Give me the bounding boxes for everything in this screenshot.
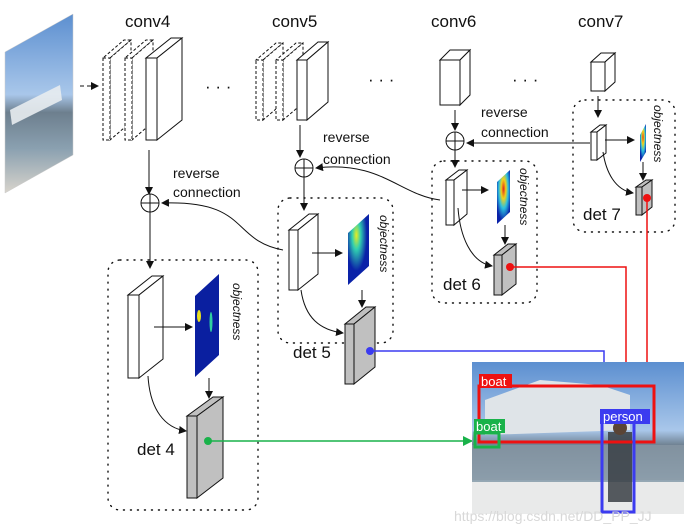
reverse-connection-arrow-6-to-5	[315, 163, 441, 201]
det6-feature-to-det-arrow	[457, 207, 493, 269]
det6-label: det 6	[443, 275, 481, 294]
det7-feature-map	[589, 123, 608, 162]
ellipsis-3: · · ·	[512, 70, 538, 89]
det7-label: det 7	[583, 205, 621, 224]
boat-tag-green	[474, 419, 505, 433]
det6-output-connector	[506, 263, 631, 383]
det4-feature-map	[126, 274, 165, 380]
ellipsis-1: · · ·	[205, 77, 231, 96]
conv4-block	[101, 36, 184, 142]
reverse-connection-label-4a: reverse	[173, 165, 220, 181]
det4-label: det 4	[137, 440, 175, 459]
output-image: boat boat person	[472, 362, 684, 514]
det5-label: det 5	[293, 343, 331, 362]
reverse-connection-label-4b: connection	[173, 184, 241, 200]
det6-objectness-label: objectness	[517, 168, 531, 225]
conv4-label: conv4	[125, 12, 170, 31]
det7-objectness-map	[640, 124, 646, 162]
boat-tag-red	[479, 374, 512, 388]
reverse-connection-label-6a: reverse	[481, 104, 528, 120]
conv6-block	[438, 48, 472, 107]
sum-node-6	[445, 131, 465, 151]
det4-feature-to-det-arrow	[147, 375, 187, 434]
det5-block	[343, 305, 377, 386]
conv6-label: conv6	[431, 12, 476, 31]
det4-heat-spot	[209, 312, 213, 332]
conv5-block	[254, 40, 330, 122]
conv7-label: conv7	[578, 12, 623, 31]
reverse-connection-arrow-5-to-4	[161, 198, 284, 251]
boat-detection-box-red	[477, 384, 656, 444]
boat-tag-green-label: boat	[476, 419, 502, 434]
ellipsis-2: · · ·	[368, 70, 394, 89]
det5-objectness-label: objectness	[377, 215, 391, 272]
det4-module	[107, 259, 259, 511]
det4-objectness-map	[195, 274, 219, 377]
conv5-label: conv5	[272, 12, 317, 31]
watermark: https://blog.csdn.net/DD_PP_JJ	[454, 508, 652, 524]
sum-node-4	[140, 193, 160, 213]
det4-output-connector	[204, 436, 473, 446]
det6-objectness-map	[497, 170, 510, 224]
det5-module	[277, 197, 394, 344]
det7-output-connector	[642, 194, 652, 383]
reverse-connection-label-6b: connection	[481, 124, 549, 140]
sum-node-5	[294, 158, 314, 178]
det5-feature-to-det-arrow	[300, 289, 344, 337]
conv7-block	[589, 51, 617, 93]
boat-tag-red-label: boat	[481, 374, 507, 389]
det4-heat-spot	[197, 310, 201, 322]
det6-feature-map	[444, 168, 469, 227]
det4-objectness-label: objectness	[230, 283, 244, 340]
input-image	[4, 13, 74, 194]
reverse-connection-label-5b: connection	[323, 151, 391, 167]
det7-objectness-label: objectness	[651, 105, 665, 162]
reverse-connection-label-5a: reverse	[323, 129, 370, 145]
person-tag-label: person	[603, 409, 643, 424]
det7-feature-to-det-arrow	[602, 151, 634, 196]
det4-block	[185, 396, 225, 500]
det5-objectness-map	[348, 214, 369, 285]
det5-feature-map	[287, 212, 320, 292]
person-tag	[600, 409, 650, 424]
